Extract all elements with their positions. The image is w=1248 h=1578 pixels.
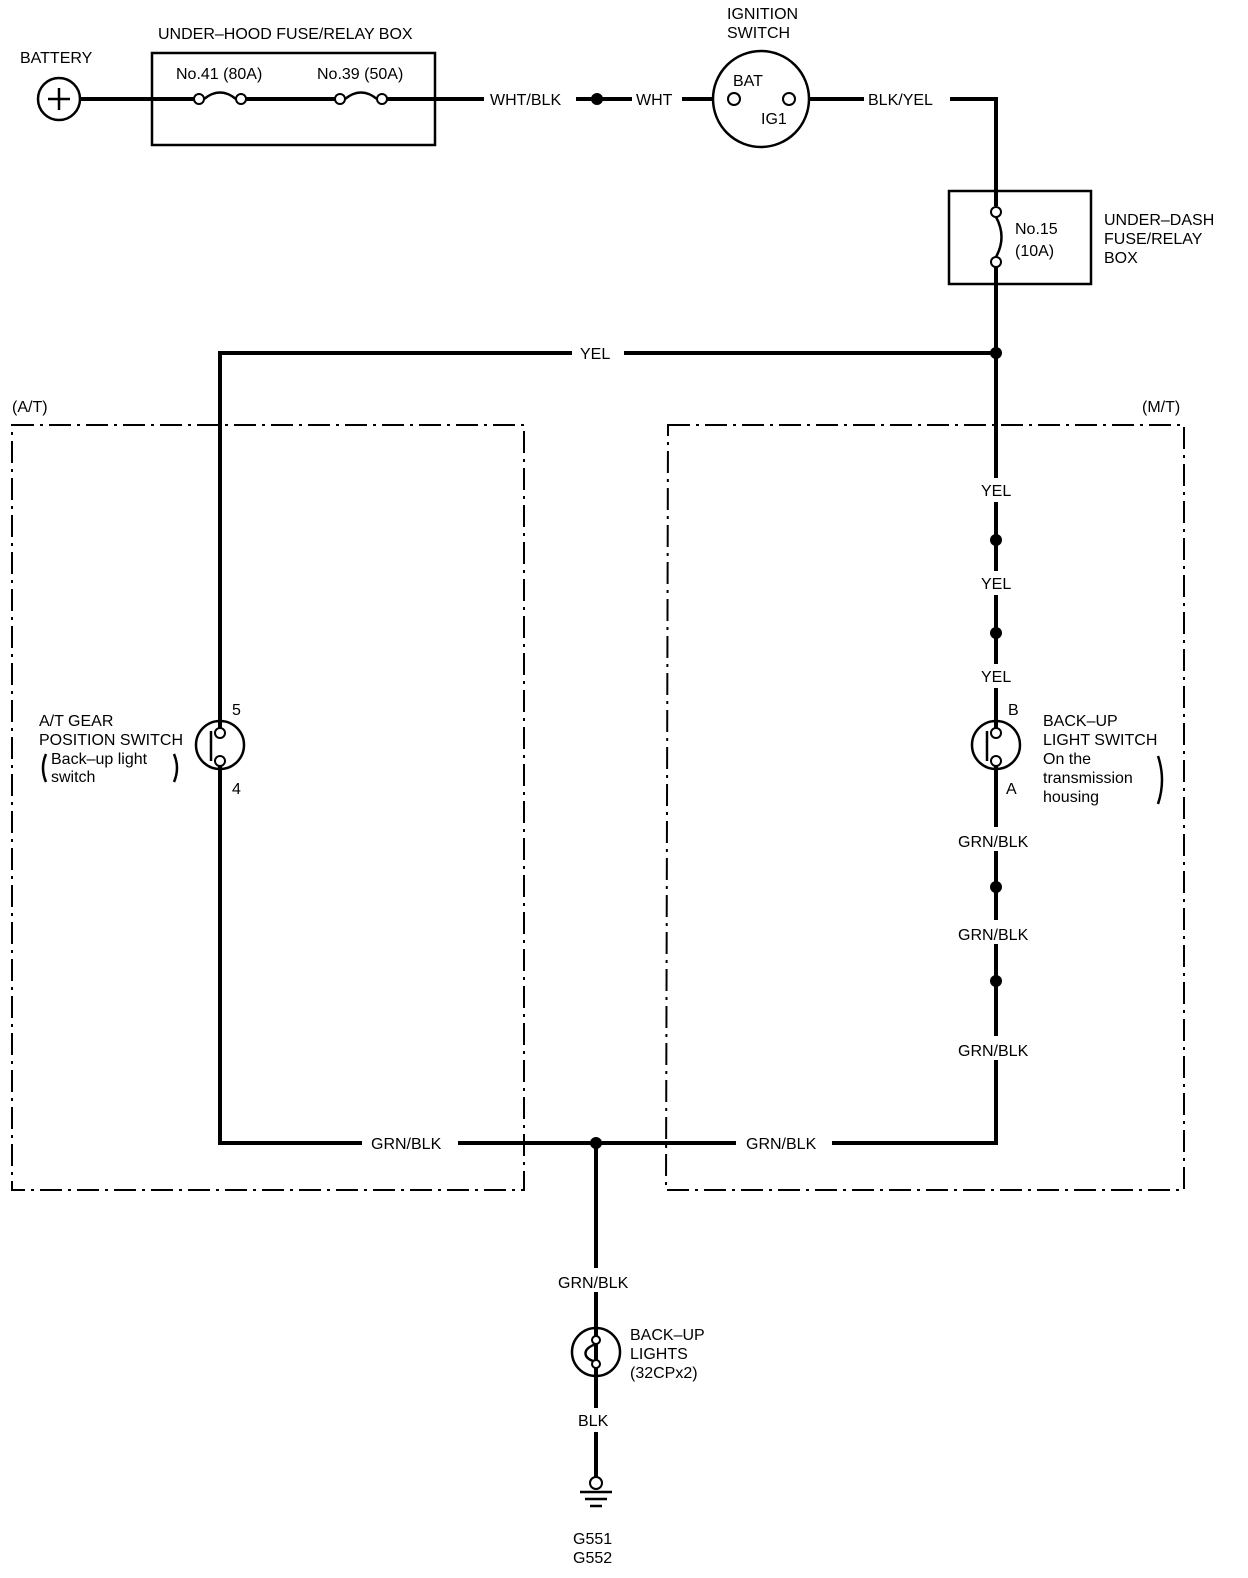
- mt-switch-pin-a: A: [1006, 781, 1017, 798]
- wire-label-wht-blk: WHT/BLK: [490, 92, 561, 109]
- battery-label: BATTERY: [20, 50, 93, 67]
- splice-point: [591, 93, 603, 105]
- fuse-no15-rating: (10A): [1015, 243, 1054, 260]
- at-switch-note: Back–up light: [51, 751, 148, 768]
- at-switch-note: switch: [51, 769, 95, 786]
- connector-point: [990, 627, 1002, 639]
- ignition-switch-title: SWITCH: [727, 25, 790, 42]
- at-switch-pin-4: 4: [232, 781, 241, 798]
- mt-switch-pin-b: B: [1008, 702, 1019, 719]
- fuse-no15-label: No.15: [1015, 221, 1058, 238]
- ground-label: G551: [573, 1531, 612, 1548]
- at-section-label: (A/T): [12, 399, 48, 416]
- wire-label-yel: YEL: [981, 576, 1011, 593]
- backup-lights-label: BACK–UP: [630, 1327, 705, 1344]
- wire-label-grn-blk: GRN/BLK: [958, 1043, 1029, 1060]
- wire-label-blk: BLK: [578, 1413, 609, 1430]
- mt-switch-note: transmission: [1043, 770, 1133, 787]
- wire-label-wht: WHT: [636, 92, 673, 109]
- backup-lights: BACK–UP LIGHTS (32CPx2): [570, 1326, 705, 1382]
- fuse-no15-terminal: [990, 256, 1002, 268]
- ignition-ig1-terminal: [782, 92, 796, 106]
- ground-icon: [580, 1476, 612, 1508]
- fuse-no41-element: [203, 91, 237, 100]
- wire-label-grn-blk: GRN/BLK: [371, 1136, 442, 1153]
- ground-label: G552: [573, 1550, 612, 1567]
- fuse-no15-element: [994, 216, 1003, 258]
- ignition-bat-terminal: [727, 92, 741, 106]
- fuse-no39-label: No.39 (50A): [317, 66, 403, 83]
- backup-lights-rating: (32CPx2): [630, 1365, 698, 1382]
- ignition-switch: IGNITION SWITCH BAT IG1: [711, 6, 811, 149]
- fuse-no39-terminal: [334, 93, 346, 105]
- underhood-fuse-relay-box: UNDER–HOOD FUSE/RELAY BOX No.41 (80A) No…: [150, 26, 437, 147]
- wire-label-grn-blk: GRN/BLK: [958, 834, 1029, 851]
- connector-point: [990, 881, 1002, 893]
- underdash-box-title: FUSE/RELAY: [1104, 231, 1203, 248]
- underdash-box-title: UNDER–DASH: [1104, 212, 1214, 229]
- underdash-fuse-relay-box: No.15 (10A) UNDER–DASH FUSE/RELAY BOX: [947, 189, 1214, 286]
- connector-point: [990, 975, 1002, 987]
- underhood-box-title: UNDER–HOOD FUSE/RELAY BOX: [158, 26, 413, 43]
- connector-point: [990, 534, 1002, 546]
- ignition-ig1-label: IG1: [761, 111, 787, 128]
- underdash-box-title: BOX: [1104, 250, 1138, 267]
- wire-label-grn-blk: GRN/BLK: [746, 1136, 817, 1153]
- mt-section-boundary: [664, 424, 1185, 1191]
- underdash-box-outline: [947, 189, 1093, 286]
- bulb-icon: [570, 1326, 622, 1378]
- wire-label-yel: YEL: [981, 669, 1011, 686]
- backup-lights-label: LIGHTS: [630, 1346, 688, 1363]
- fuse-no39-terminal: [376, 93, 388, 105]
- ignition-switch-title: IGNITION: [727, 6, 798, 23]
- at-gear-position-switch: 5 4 A/T GEAR POSITION SWITCH Back–up lig…: [39, 702, 246, 798]
- backup-light-switch: B A BACK–UP LIGHT SWITCH On the transmis…: [970, 702, 1164, 806]
- fuse-no41-terminal: [235, 93, 247, 105]
- wire-label-grn-blk: GRN/BLK: [958, 927, 1029, 944]
- splice-point: [990, 347, 1002, 359]
- mt-switch-note: On the: [1043, 751, 1091, 768]
- wire-label-yel: YEL: [580, 346, 610, 363]
- at-switch-title: POSITION SWITCH: [39, 732, 183, 749]
- mt-switch-note: housing: [1043, 789, 1099, 806]
- at-switch-title: A/T GEAR: [39, 713, 113, 730]
- at-section-boundary: [11, 424, 525, 1191]
- fuse-no39-element: [344, 91, 378, 100]
- fuse-no41-terminal: [193, 93, 205, 105]
- wire-label-yel: YEL: [981, 483, 1011, 500]
- fuse-no41-label: No.41 (80A): [176, 66, 262, 83]
- wire-label-grn-blk: GRN/BLK: [558, 1275, 629, 1292]
- battery: BATTERY: [20, 50, 93, 122]
- wire-label-blk-yel: BLK/YEL: [868, 92, 933, 109]
- mt-section-label: (M/T): [1142, 399, 1180, 416]
- ignition-bat-label: BAT: [733, 73, 763, 90]
- mt-switch-title: LIGHT SWITCH: [1043, 732, 1157, 749]
- at-switch-pin-5: 5: [232, 702, 241, 719]
- mt-switch-title: BACK–UP: [1043, 713, 1118, 730]
- fuse-no15-terminal: [990, 206, 1002, 218]
